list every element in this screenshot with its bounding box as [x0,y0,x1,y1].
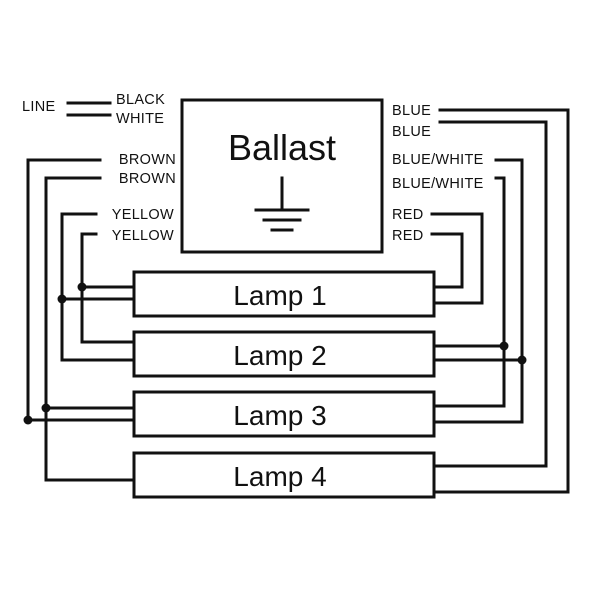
junction-dot [57,294,67,304]
line-input-wires [66,101,112,117]
lamp-4-box [132,451,436,499]
left-wiring [26,158,136,482]
yellow-label-1: YELLOW [112,207,174,223]
red-label-2: RED [392,228,424,244]
red-label-1: RED [392,207,424,223]
line-label: LINE [22,99,55,115]
left-wire-labels: LINE BLACK WHITE BROWN BROWN YELLOW YELL… [22,92,176,244]
lamp-2: Lamp 2 [132,330,436,378]
right-wire-labels: BLUE BLUE BLUE/WHITE BLUE/WHITE RED RED [392,103,484,244]
wire-blue-1 [434,108,570,494]
wire-blue-2 [434,120,548,468]
wire-brown-2 [44,176,136,482]
ballast-title: Ballast [228,127,336,168]
blue-white-label-1: BLUE/WHITE [392,152,484,168]
junction-dot [77,282,87,292]
lamp-1: Lamp 1 [132,270,436,318]
junction-dot [23,415,33,425]
junction-dots [23,282,527,425]
junction-dot [41,403,51,413]
junction-dot [499,341,509,351]
right-wiring [430,108,570,494]
lamp-1-label: Lamp 1 [233,280,326,311]
brown-label-1: BROWN [119,152,176,168]
blue-white-label-2: BLUE/WHITE [392,176,484,192]
lamp-3-label: Lamp 3 [233,400,326,431]
wire-blue-white-2 [434,176,506,408]
lamp-3: Lamp 3 [132,390,436,438]
blue-label-2: BLUE [392,124,431,140]
wire-brown-1 [26,158,136,422]
junction-dot [517,355,527,365]
lamp-2-box [132,330,436,378]
blue-label-1: BLUE [392,103,431,119]
lamp-3-box [132,390,436,438]
white-label: WHITE [116,111,164,127]
lamp-2-label: Lamp 2 [233,340,326,371]
wire-red-1 [430,212,484,305]
lamp-4-label: Lamp 4 [233,461,326,492]
ballast-box [180,98,384,254]
brown-label-2: BROWN [119,171,176,187]
lamp-4: Lamp 4 [132,451,436,499]
wire-blue-white-1 [434,158,524,424]
yellow-label-2: YELLOW [112,228,174,244]
wire-yellow-1 [60,212,136,362]
wire-red-2 [430,232,464,289]
black-label: BLACK [116,92,165,108]
ground-icon [254,176,310,232]
ballast: Ballast [180,98,384,254]
lamp-1-box [132,270,436,318]
